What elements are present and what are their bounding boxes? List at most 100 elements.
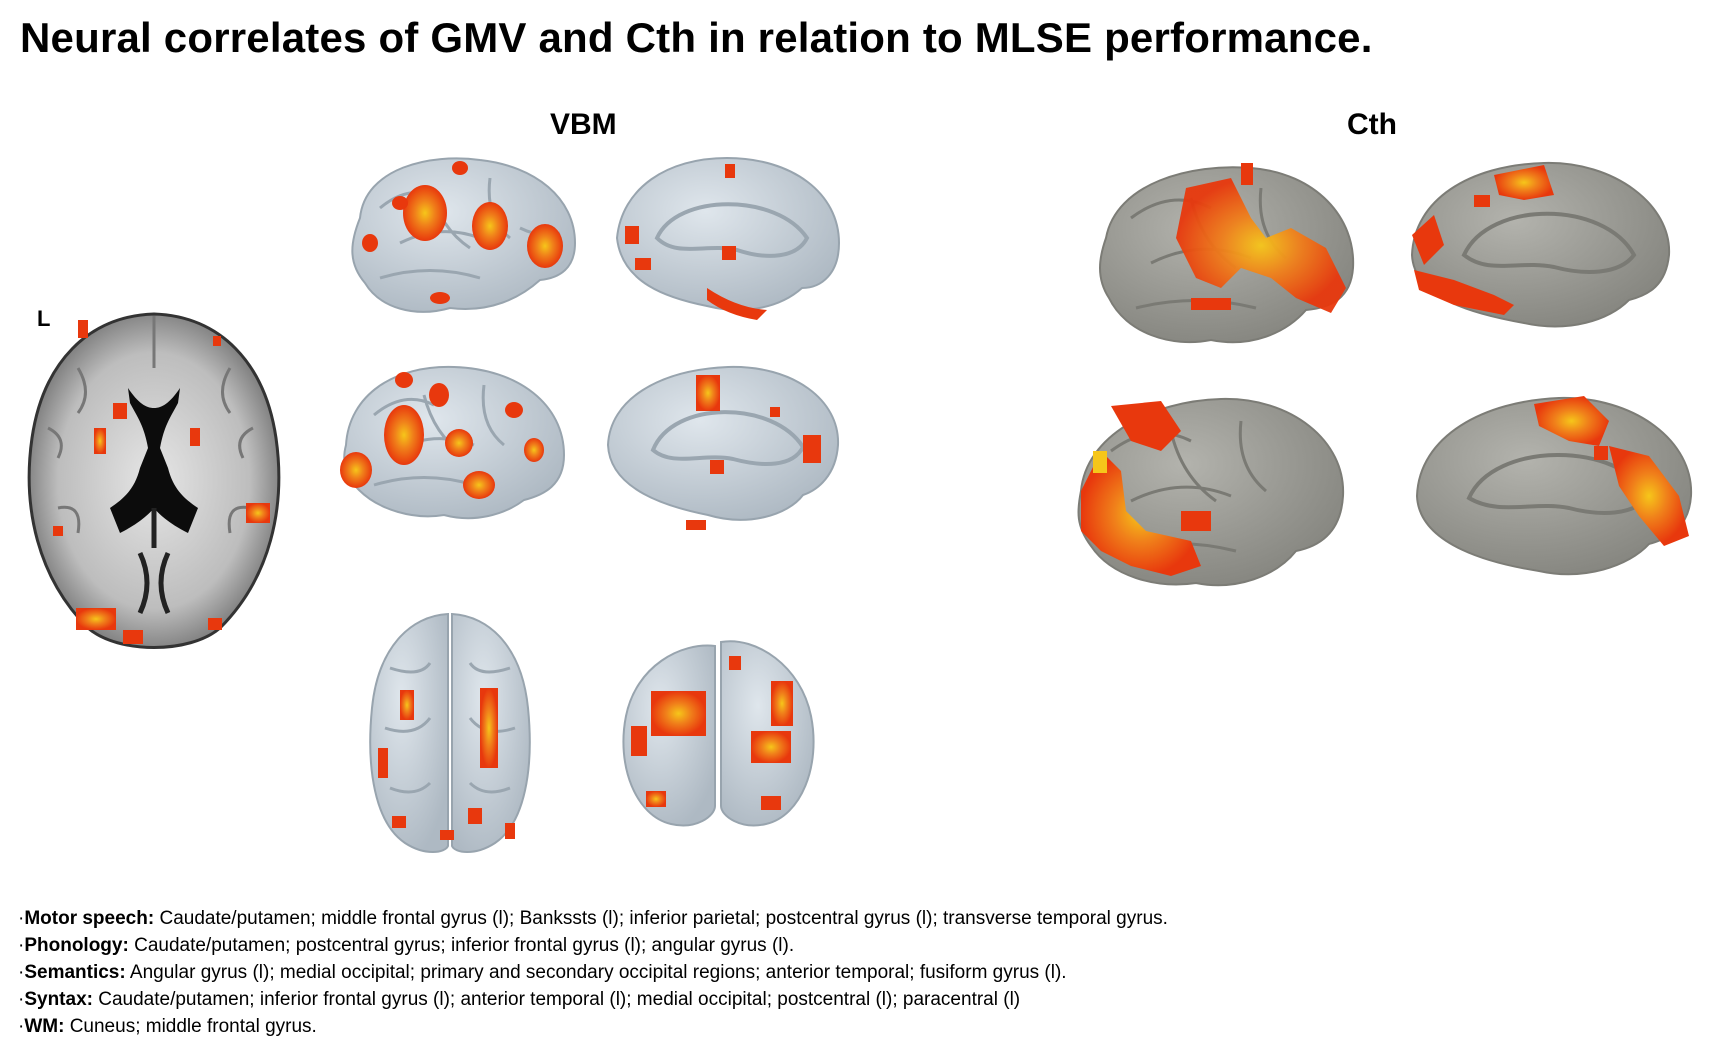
vbm-activation	[524, 438, 544, 462]
vbm-left-lateral	[351, 157, 577, 313]
vbm-activation	[440, 830, 454, 840]
vbm-activation	[384, 405, 424, 465]
gyri-lines	[384, 662, 516, 794]
legend-regions: Caudate/putamen; inferior frontal gyrus …	[92, 989, 1021, 1010]
vbm-activation	[362, 234, 378, 252]
vbm-dorsal	[369, 612, 531, 853]
cth-activation	[1093, 451, 1107, 473]
vbm-activation	[395, 372, 413, 388]
cth-activation	[1111, 401, 1181, 451]
cth-activation	[1494, 165, 1554, 200]
corpus-callosum	[1461, 211, 1637, 274]
vbm-activation	[631, 726, 647, 756]
cth-left-lateral	[1099, 163, 1355, 344]
cth-left-medial	[1410, 161, 1671, 328]
figure-title: Neural correlates of GMV and Cth in rela…	[20, 14, 1373, 61]
vbm-activation	[729, 656, 741, 670]
legend-regions: Caudate/putamen; postcentral gyrus; infe…	[128, 935, 795, 956]
orientation-label: L	[37, 306, 51, 331]
axial-activation	[53, 526, 63, 536]
legend-term: Phonology:	[24, 935, 129, 956]
axial-ventricles	[110, 388, 198, 533]
vbm-activation	[472, 202, 508, 250]
vbm-surface-left	[369, 612, 449, 853]
vbm-activation	[761, 796, 781, 810]
vbm-activation	[430, 292, 450, 304]
legend-row-phonology: ·Phonology: Caudate/putamen; postcentral…	[18, 932, 1168, 959]
vbm-activation	[378, 748, 388, 778]
vbm-activation	[710, 460, 724, 474]
axial-activation	[76, 608, 116, 630]
legend-regions: Angular gyrus (l); medial occipital; pri…	[125, 962, 1067, 983]
vbm-activation	[505, 823, 515, 839]
legend-row-syntax: ·Syntax: Caudate/putamen; inferior front…	[18, 986, 1168, 1013]
cth-activation	[1412, 215, 1444, 265]
vbm-activation	[340, 452, 372, 488]
axial-midline	[137, 508, 171, 615]
vbm-activation	[527, 224, 563, 268]
axial-activation	[190, 428, 200, 446]
vbm-activation	[803, 435, 821, 463]
legend-term: WM:	[24, 1016, 65, 1037]
legend-bullet: ·	[18, 962, 25, 983]
vbm-left-medial	[615, 156, 841, 320]
cth-right-lateral	[1077, 397, 1345, 587]
vbm-activation	[505, 402, 523, 418]
vbm-right-lateral	[340, 365, 566, 520]
axial-activation	[78, 320, 88, 338]
cth-activation	[1081, 451, 1201, 576]
cth-activation	[1181, 511, 1211, 531]
vbm-activation	[646, 791, 666, 807]
vbm-activation	[625, 226, 639, 244]
vbm-activation	[392, 816, 406, 828]
cth-right-medial	[1415, 396, 1693, 576]
legend-row-wm: ·WM: Cuneus; middle frontal gyrus.	[18, 1013, 1168, 1040]
axial-sulci	[47, 316, 254, 534]
legend-row-motor-speech: ·Motor speech: Caudate/putamen; middle f…	[18, 905, 1168, 932]
vbm-activation	[770, 407, 780, 417]
legend-bullet: ·	[18, 935, 25, 956]
legend-row-semantics: ·Semantics: Angular gyrus (l); medial oc…	[18, 959, 1168, 986]
vbm-activation	[468, 808, 482, 824]
corpus-callosum	[650, 410, 806, 466]
legend-term: Syntax:	[24, 989, 93, 1010]
vbm-right-medial	[606, 365, 840, 530]
legend-bullet: ·	[18, 1016, 25, 1037]
vbm-activation	[392, 196, 408, 210]
vbm-activation	[707, 288, 767, 320]
vbm-surface	[615, 156, 841, 311]
legend-term: Semantics:	[24, 962, 126, 983]
axial-activation	[123, 630, 143, 644]
vbm-activation	[480, 688, 498, 768]
corpus-callosum	[654, 202, 810, 258]
axial-activation	[213, 336, 221, 346]
cth-activation	[1594, 446, 1608, 460]
axial-slice	[27, 312, 281, 649]
cth-activation	[1534, 396, 1609, 446]
vbm-activation	[635, 258, 651, 270]
legend-term: Motor speech:	[24, 908, 155, 929]
legend-bullet: ·	[18, 908, 25, 929]
region-legend: ·Motor speech: Caudate/putamen; middle f…	[18, 905, 1168, 1040]
vbm-activation	[771, 681, 793, 726]
vbm-activation	[463, 471, 495, 499]
cth-label: Cth	[1347, 108, 1397, 141]
legend-regions: Caudate/putamen; middle frontal gyrus (l…	[154, 908, 1168, 929]
axial-activation	[94, 428, 106, 454]
vbm-activation	[429, 383, 449, 407]
vbm-activation	[686, 520, 706, 530]
legend-regions: Cuneus; middle frontal gyrus.	[64, 1016, 317, 1037]
axial-activation	[246, 503, 270, 523]
vbm-activation	[696, 375, 720, 411]
legend-bullet: ·	[18, 989, 25, 1010]
vbm-activation	[403, 185, 447, 241]
vbm-label: VBM	[550, 108, 617, 141]
vbm-activation	[452, 161, 468, 175]
vbm-posterior	[622, 640, 815, 827]
vbm-activation	[751, 731, 791, 763]
axial-activation	[113, 403, 127, 419]
vbm-activation	[445, 429, 473, 457]
cth-surface	[1415, 396, 1693, 576]
cth-activation	[1609, 446, 1689, 546]
cth-activation	[1241, 163, 1253, 185]
